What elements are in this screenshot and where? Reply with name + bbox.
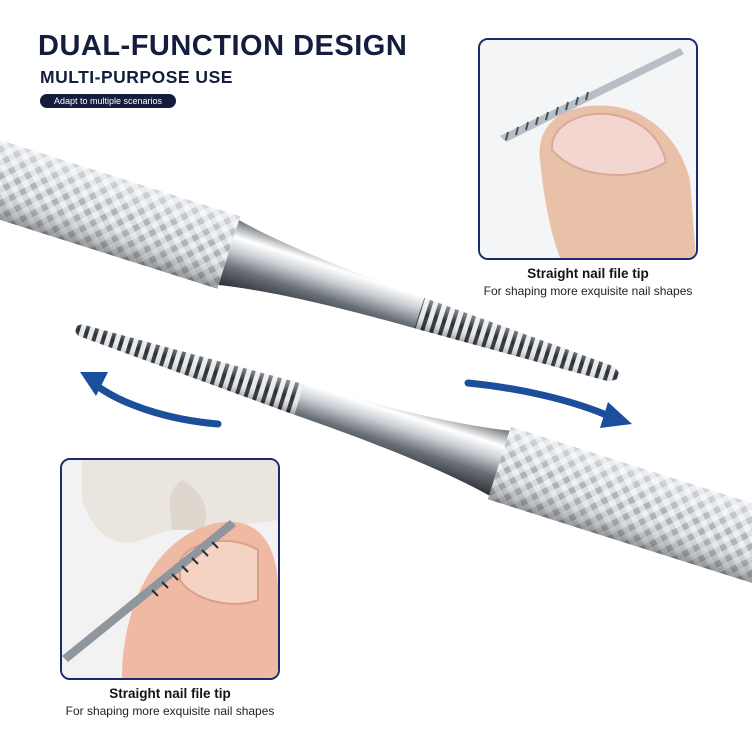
nail-file-illustration-top: [480, 40, 696, 258]
left-curved-arrow: [88, 378, 222, 428]
callout-title-top: Straight nail file tip: [527, 266, 649, 281]
callout-desc-top: For shaping more exquisite nail shapes: [483, 284, 693, 298]
nail-tool: [0, 131, 620, 382]
inset-photo-bottom: [60, 458, 280, 680]
callout-desc-bottom: For shaping more exquisite nail shapes: [65, 704, 275, 718]
left-arrowhead: [80, 372, 108, 396]
page-title: DUAL-FUNCTION DESIGN: [38, 30, 408, 62]
right-curved-arrow: [464, 379, 608, 418]
callout-title-bottom: Straight nail file tip: [109, 686, 231, 701]
nail-tool-lower: [75, 324, 752, 597]
scenario-badge: Adapt to multiple scenarios: [40, 94, 176, 108]
polished-neck-lower: [294, 384, 510, 496]
inset-photo-top: [478, 38, 698, 260]
polished-neck-upper: [218, 220, 425, 329]
page-subtitle: MULTI-PURPOSE USE: [40, 67, 233, 87]
right-arrowhead: [600, 402, 632, 428]
nail-file-illustration-bottom: [62, 460, 278, 678]
